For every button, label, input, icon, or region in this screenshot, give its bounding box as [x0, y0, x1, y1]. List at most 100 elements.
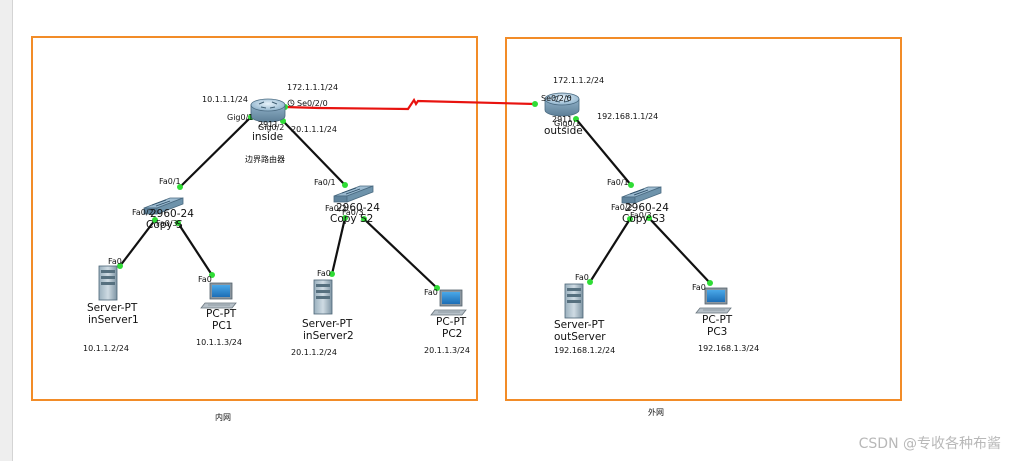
host-ip: 192.168.1.3/24: [698, 344, 759, 353]
port-dot: [646, 215, 652, 221]
port-label-fa01: Fa0/1: [159, 177, 181, 186]
switch-icon: [143, 197, 184, 215]
port-label-gig02: Gig0/2: [258, 123, 284, 132]
router-caption: 边界路由器: [245, 154, 285, 164]
pc-pc2[interactable]: Fa0 PC-PT PC2 20.1.1.3/24: [424, 288, 470, 355]
outer-network-area[interactable]: [505, 37, 902, 401]
switch-sw1[interactable]: 2960-24 Copy S Fa0/1 Fa0/2 Fa0/3: [132, 177, 194, 231]
router-icon: [250, 98, 286, 123]
port-label-fa01: Fa0/1: [607, 178, 629, 187]
pc-icon: [200, 282, 237, 309]
port-dot: [628, 182, 634, 188]
pc-pc1[interactable]: Fa0 PC-PT PC1 10.1.1.3/24: [196, 275, 242, 347]
host-ip: 10.1.1.3/24: [196, 338, 242, 347]
window-left-strip: [0, 0, 13, 461]
port-dot: [627, 216, 633, 222]
link-inside-sw2[interactable]: [282, 120, 346, 186]
port-dot: [587, 279, 593, 285]
port-dot: [361, 216, 367, 222]
router-name: outside: [544, 125, 583, 137]
link-inside-sw1[interactable]: [179, 116, 252, 188]
link-sw3-outserver[interactable]: [589, 218, 631, 283]
server-inserver1[interactable]: Fa0 Server-PT inServer1 10.1.1.2/24: [83, 257, 139, 353]
port-dot: [707, 280, 713, 286]
router-model-overlay: 2911: [258, 120, 278, 129]
inner-network-area[interactable]: [31, 36, 478, 401]
ip-label-se020: 172.1.1.1/24: [287, 83, 338, 92]
switch-icon: [333, 185, 374, 203]
port-dot: [342, 215, 348, 221]
host-port: Fa0: [108, 257, 122, 266]
port-dot: [434, 285, 440, 291]
host-name: outServer: [554, 331, 606, 343]
server-outserver[interactable]: Fa0 Server-PT outServer 192.168.1.2/24: [554, 273, 615, 355]
ip-label-gig01: 192.168.1.1/24: [597, 112, 658, 121]
router-outside[interactable]: 2911 outside Se0/2/0 Gig0/1 172.1.1.2/24…: [541, 76, 658, 137]
host-name: inServer2: [303, 330, 354, 342]
host-type: PC-PT: [436, 316, 467, 328]
port-status-dots: [117, 101, 713, 291]
host-name: PC1: [212, 320, 232, 332]
switch-model: 2960-24: [150, 208, 194, 220]
host-name: inServer1: [88, 314, 139, 326]
clock-icon: [287, 99, 295, 107]
port-label-fa02: Fa0/2: [132, 208, 154, 217]
router-inside[interactable]: 2911 inside 边界路由器 Gig0/1 Gig0/2 Se0/2/0 …: [202, 83, 338, 164]
link-sw2-pc2[interactable]: [363, 218, 438, 289]
host-port: Fa0: [424, 288, 438, 297]
host-ip: 20.1.1.3/24: [424, 346, 470, 355]
port-label-fa02: Fa0/2: [611, 203, 633, 212]
host-type: Server-PT: [302, 318, 353, 330]
pc-pc3[interactable]: Fa0 PC-PT PC3 192.168.1.3/24: [692, 283, 759, 353]
port-dot: [177, 184, 183, 190]
port-label-fa01: Fa0/1: [314, 178, 336, 187]
host-type: Server-PT: [87, 302, 138, 314]
csdn-watermark: CSDN @专收各种布酱: [858, 436, 1001, 452]
host-ip: 20.1.1.2/24: [291, 348, 337, 357]
switch-model: 2960-24: [336, 202, 380, 214]
host-port: Fa0: [317, 269, 331, 278]
port-label-gig01: Gig0/1: [554, 119, 580, 128]
switch-model: 2960-24: [625, 202, 669, 214]
router-icon: [544, 92, 580, 117]
port-dot: [532, 101, 538, 107]
host-ip: 192.168.1.2/24: [554, 346, 615, 355]
port-dot: [329, 271, 335, 277]
link-sw1-pc1[interactable]: [177, 222, 213, 276]
router-model-overlay: 2911: [552, 115, 572, 124]
port-label-fa03: Fa0/3: [156, 219, 178, 228]
port-dot: [152, 217, 158, 223]
port-dot: [573, 116, 579, 122]
pc-icon: [430, 289, 467, 316]
switch-overlay: Copy S3: [622, 213, 665, 225]
port-label-se020: Se0/2/0: [297, 99, 328, 108]
link-outside-sw3[interactable]: [575, 118, 632, 186]
ip-label-gig02: 20.1.1.1/24: [291, 125, 337, 134]
switch-sw3[interactable]: 2960-24 Copy S3 Fa0/1 Fa0/2 Fa0/3: [607, 178, 669, 225]
port-dot: [175, 220, 181, 226]
host-ip: 10.1.1.2/24: [83, 344, 129, 353]
port-label-fa03: Fa0/3: [342, 208, 364, 217]
pc-icon: [695, 287, 732, 314]
port-dot: [342, 182, 348, 188]
port-label-fa02: Fa0/2: [325, 204, 347, 213]
serial-link[interactable]: [284, 97, 536, 111]
switch-overlay: Copy S: [146, 219, 183, 231]
ip-label-gig01: 10.1.1.1/24: [202, 95, 248, 104]
host-name: PC2: [442, 328, 462, 340]
inner-area-label: 内网: [215, 412, 231, 422]
ip-label-se020: 172.1.1.2/24: [553, 76, 604, 85]
port-dot: [117, 263, 123, 269]
switch-overlay: Copy S2: [330, 213, 373, 225]
switch-sw2[interactable]: 2960-24 Copy S2 Fa0/1 Fa0/2 Fa0/3: [314, 178, 380, 225]
server-inserver2[interactable]: Fa0 Server-PT inServer2 20.1.1.2/24: [291, 269, 354, 357]
link-sw3-pc3[interactable]: [648, 217, 711, 284]
host-name: PC3: [707, 326, 727, 338]
link-sw2-inserver2[interactable]: [330, 217, 347, 275]
host-type: PC-PT: [702, 314, 733, 326]
port-label-fa03: Fa0/3: [630, 211, 652, 220]
link-sw1-inserver1[interactable]: [119, 219, 156, 267]
outer-area-label: 外网: [648, 407, 664, 417]
ethernet-links: [119, 116, 711, 289]
